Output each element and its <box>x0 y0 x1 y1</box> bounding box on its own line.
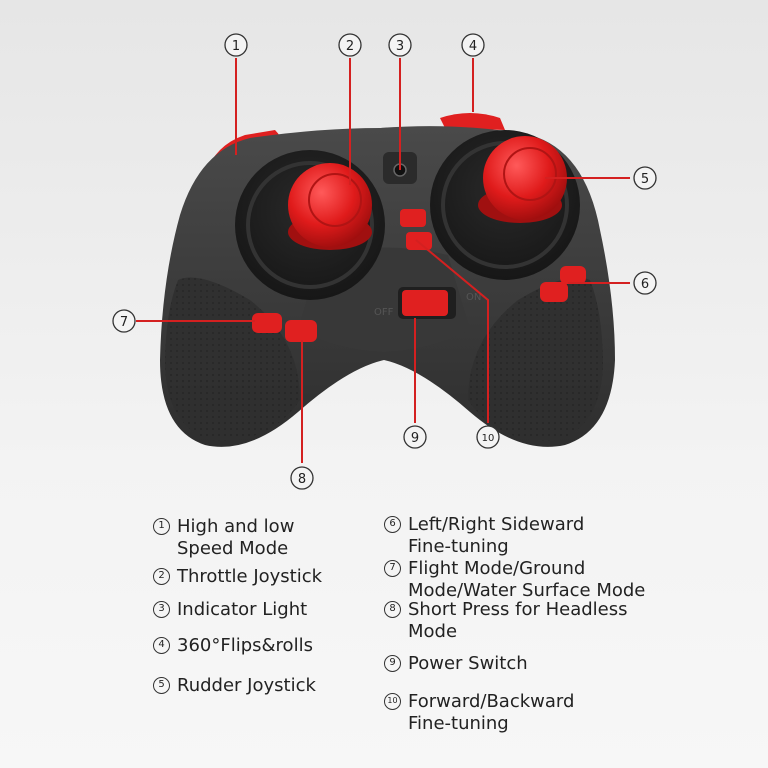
callout-2: 2 <box>338 33 362 57</box>
callout-3: 3 <box>388 33 412 57</box>
callout-9: 9 <box>403 425 427 449</box>
flip-shoulder-button <box>440 113 505 130</box>
legend-number: 10 <box>384 693 401 710</box>
legend-number: 2 <box>153 568 170 585</box>
svg-text:3: 3 <box>396 39 404 54</box>
legend-item-1: 1 High and low Speed Mode <box>153 516 343 560</box>
legend-item-4: 4 360°Flips&rolls <box>153 635 353 657</box>
legend-item-9: 9 Power Switch <box>384 653 614 675</box>
legend-item-7: 7 Flight Mode/Ground Mode/Water Surface … <box>384 558 664 602</box>
svg-text:10: 10 <box>482 433 495 444</box>
callout-5: 5 <box>633 166 657 190</box>
svg-text:6: 6 <box>641 277 649 292</box>
power-switch <box>402 290 448 316</box>
throttle-joystick-knob <box>288 163 372 247</box>
legend-item-5: 5 Rudder Joystick <box>153 675 353 697</box>
forward-trim-button <box>400 209 426 227</box>
svg-text:5: 5 <box>641 172 649 187</box>
callout-lines <box>136 58 630 463</box>
legend-number: 6 <box>384 516 401 533</box>
switch-off-label: OFF <box>374 307 394 318</box>
legend-item-8: 8 Short Press for Headless Mode <box>384 599 654 643</box>
rudder-joystick-cap <box>503 147 557 201</box>
legend-text: Flight Mode/Ground Mode/Water Surface Mo… <box>408 558 646 601</box>
legend-item-3: 3 Indicator Light <box>153 599 353 621</box>
legend-text: Forward/Backward Fine-tuning <box>408 691 575 734</box>
callout-10: 10 <box>476 425 500 449</box>
rudder-joystick-knob <box>483 136 567 220</box>
legend-item-10: 10 Forward/Backward Fine-tuning <box>384 691 614 735</box>
flight-mode-button <box>252 313 282 333</box>
legend-item-2: 2 Throttle Joystick <box>153 566 353 588</box>
legend-number: 9 <box>384 655 401 672</box>
callout-7: 7 <box>112 309 136 333</box>
right-sideward-trim-button <box>560 266 586 284</box>
callout-8: 8 <box>290 466 314 490</box>
legend-number: 4 <box>153 637 170 654</box>
legend-number: 7 <box>384 560 401 577</box>
headless-mode-button <box>285 320 317 342</box>
left-sideward-trim-button <box>540 282 568 302</box>
callout-circles: 1 2 3 4 5 6 7 8 <box>112 33 657 490</box>
legend-number: 1 <box>153 518 170 535</box>
legend-number: 3 <box>153 601 170 618</box>
svg-text:4: 4 <box>469 39 477 54</box>
legend-number: 5 <box>153 677 170 694</box>
callout-1: 1 <box>224 33 248 57</box>
legend-text: Short Press for Headless Mode <box>408 599 628 642</box>
backward-trim-button <box>406 232 432 250</box>
switch-on-label: ON <box>466 292 481 303</box>
svg-text:2: 2 <box>346 39 354 54</box>
legend-text: Throttle Joystick <box>177 566 323 587</box>
throttle-joystick-cap <box>308 173 362 227</box>
legend-text: Power Switch <box>408 653 528 674</box>
svg-text:8: 8 <box>298 472 306 487</box>
legend-text: High and low Speed Mode <box>177 516 295 559</box>
callout-4: 4 <box>461 33 485 57</box>
left-joystick-ring <box>246 161 374 289</box>
legend-text: Indicator Light <box>177 599 308 620</box>
legend-text: Rudder Joystick <box>177 675 316 696</box>
legend-item-6: 6 Left/Right Sideward Fine-tuning <box>384 514 614 558</box>
svg-text:7: 7 <box>120 315 128 330</box>
callout-6: 6 <box>633 271 657 295</box>
right-grip <box>468 277 603 441</box>
svg-text:9: 9 <box>411 431 419 446</box>
legend-text: Left/Right Sideward Fine-tuning <box>408 514 585 557</box>
legend-text: 360°Flips&rolls <box>177 635 313 656</box>
svg-text:1: 1 <box>232 39 240 54</box>
legend-number: 8 <box>384 601 401 618</box>
